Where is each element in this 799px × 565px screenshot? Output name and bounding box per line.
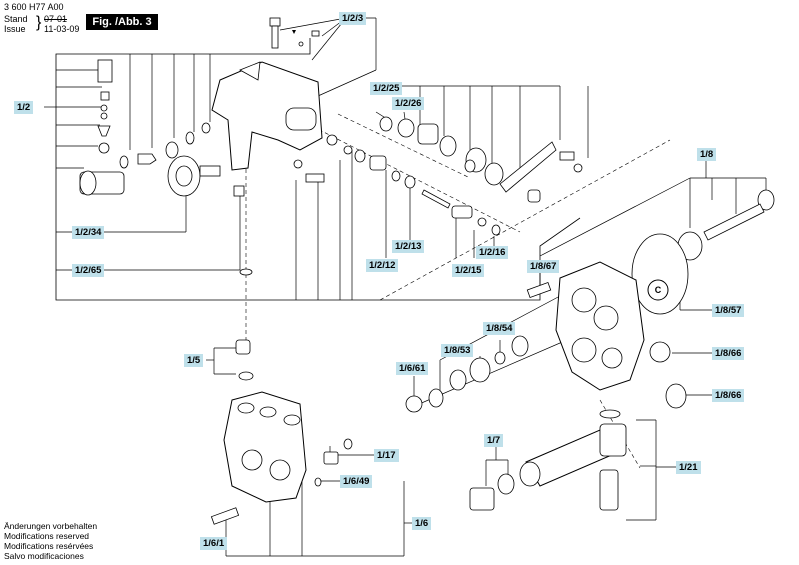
document-number: 3 600 H77 A00 (4, 2, 64, 12)
marker-c: C (654, 285, 662, 295)
callout-1-2: 1/2 (14, 101, 34, 114)
callout-1-8-57: 1/8/57 (712, 304, 745, 317)
callout-1-2-12: 1/2/12 (366, 259, 399, 272)
callout-1-8-67: 1/8/67 (527, 260, 560, 273)
callout-1-8-66-lower: 1/8/66 (712, 389, 745, 402)
callout-1-2-13: 1/2/13 (392, 240, 425, 253)
footer-line-de: Änderungen vorbehalten (4, 521, 98, 531)
callout-1-2-25: 1/2/25 (370, 82, 403, 95)
callout-1-21: 1/21 (676, 461, 701, 474)
leader-lines (44, 17, 767, 557)
parts (79, 17, 775, 525)
figure-title: Fig. /Abb. 3 (86, 14, 158, 30)
callout-1-2-15: 1/2/15 (452, 264, 485, 277)
footer-line-es: Salvo modificaciones (4, 551, 84, 561)
issue-label: Issue (4, 24, 26, 34)
callout-1-5: 1/5 (184, 354, 204, 367)
bracket-glyph: } (36, 14, 42, 31)
callout-1-8: 1/8 (697, 148, 717, 161)
issue-value: 11-03-09 (44, 24, 80, 34)
callout-1-6-1: 1/6/1 (200, 537, 228, 550)
callout-1-2-3: 1/2/3 (339, 12, 367, 25)
callout-1-8-54: 1/8/54 (483, 322, 516, 335)
callout-1-8-53: 1/8/53 (441, 344, 474, 357)
footer-line-fr: Modifications resérvées (4, 541, 94, 551)
callout-1-6-61: 1/6/61 (396, 362, 429, 375)
stand-label: Stand (4, 14, 28, 24)
callout-1-6: 1/6 (412, 517, 432, 530)
subassembly-frame (55, 38, 581, 301)
footer-line-en: Modifications reserved (4, 531, 90, 541)
callout-1-6-49: 1/6/49 (340, 475, 373, 488)
callout-1-17: 1/17 (374, 449, 399, 462)
callout-1-8-66-upper: 1/8/66 (712, 347, 745, 360)
callout-1-2-16: 1/2/16 (476, 246, 509, 259)
stand-value: 07-01 (44, 14, 68, 24)
callout-1-2-65: 1/2/65 (72, 264, 105, 277)
callout-1-2-34: 1/2/34 (72, 226, 105, 239)
callout-1-7: 1/7 (484, 434, 504, 447)
callout-1-2-26: 1/2/26 (392, 97, 425, 110)
